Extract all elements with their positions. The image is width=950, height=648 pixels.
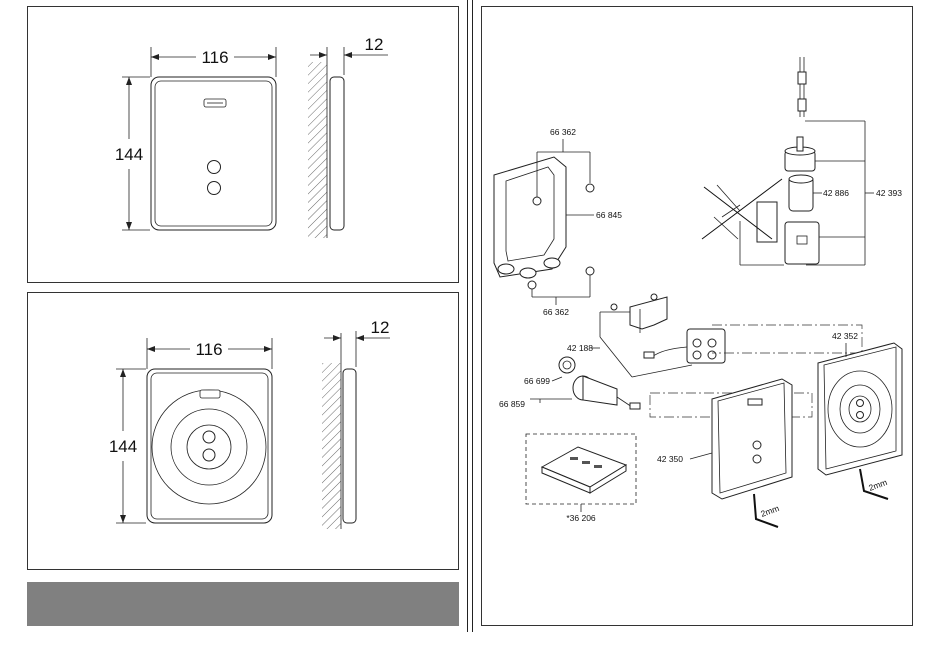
part-label-battery-compartment: 42 886 (823, 188, 849, 198)
allen-key-label-2: 2mm (867, 477, 888, 493)
side-view-plate (330, 77, 344, 230)
filter (559, 357, 575, 373)
sensor-window-lower (203, 449, 215, 461)
part-label-bracket: 42 188 (567, 343, 593, 353)
part-label-front-plate-round: 42 352 (832, 331, 858, 341)
screw-icon (586, 184, 594, 192)
part-label-battery-set: 42 393 (876, 188, 902, 198)
battery (789, 175, 813, 211)
crossed-out-hardware (702, 179, 782, 242)
part-label-mounting-frame: 66 845 (596, 210, 622, 220)
side-view-plate (343, 369, 356, 523)
width-dimension-label: 116 (195, 340, 222, 359)
grey-footer-bar (27, 582, 459, 626)
wall-hatch (322, 363, 341, 529)
divider-line-right (472, 0, 473, 632)
divider-line-left (467, 0, 468, 632)
battery-housing (785, 222, 819, 264)
battery-cap (785, 137, 815, 171)
electronics-module (644, 329, 725, 363)
battery-cable (798, 57, 806, 117)
sensor-window-lower (208, 182, 221, 195)
height-dimension-label: 144 (115, 145, 143, 164)
screw-icon (533, 197, 541, 205)
part-label-remote-control: *36 206 (566, 513, 596, 523)
part-label-solenoid-valve: 66 859 (499, 399, 525, 409)
mounting-frame (494, 157, 566, 278)
exploded-view-panel: 42 393 42 886 (481, 6, 913, 626)
part-label-front-plate-square: 42 350 (657, 454, 683, 464)
bracket (611, 294, 667, 333)
remote-control (542, 447, 626, 493)
screw-icon (586, 267, 594, 275)
depth-dimension-label: 12 (371, 318, 390, 337)
depth-dimension-label: 12 (365, 35, 384, 54)
sensor-window-upper (208, 161, 221, 174)
solenoid-valve (573, 376, 640, 409)
allen-key-label-1: 2mm (759, 503, 780, 519)
part-label-mounting-screws-bottom: 66 362 (543, 307, 569, 317)
front-plate-square (712, 379, 792, 499)
height-dimension-label: 144 (109, 437, 137, 456)
part-label-mounting-screws-top: 66 362 (550, 127, 576, 137)
front-view-panel-square: 116 144 12 (27, 6, 459, 283)
front-plate-round (818, 343, 902, 475)
part-label-filter: 66 699 (524, 376, 550, 386)
logo-icon (200, 390, 220, 398)
sensor-window-upper (203, 431, 215, 443)
width-dimension-label: 116 (201, 48, 228, 67)
wall-hatch (308, 62, 327, 238)
front-view-panel-round: 116 144 12 (27, 292, 459, 570)
screw-icon (528, 281, 536, 289)
